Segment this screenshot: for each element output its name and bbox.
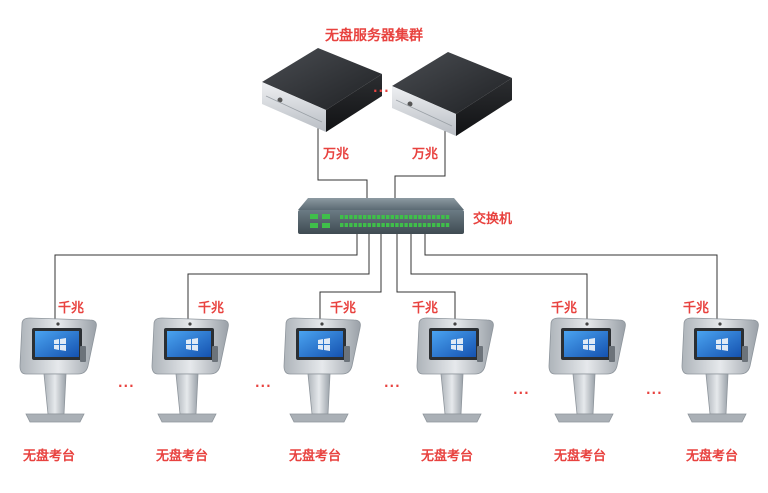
terminal-1-name: 无盘考台 — [23, 449, 76, 464]
link-line-6 — [424, 234, 718, 322]
kiosk-terminal-2 — [151, 317, 229, 423]
gap-ellipsis-5: ... — [646, 383, 663, 397]
terminal-6-name: 无盘考台 — [686, 449, 739, 464]
uplink-line-2 — [394, 118, 446, 202]
kiosk-terminal-4 — [416, 317, 494, 423]
kiosk-terminal-5 — [548, 317, 626, 423]
server-ellipsis: ... — [373, 81, 390, 95]
link-line-1 — [54, 234, 358, 322]
terminal-1-link-label: 千兆 — [58, 301, 85, 316]
terminal-3-link-label: 千兆 — [330, 301, 357, 316]
connection-lines — [54, 112, 718, 322]
link-line-5 — [410, 234, 588, 322]
gap-ellipsis-3: ... — [384, 376, 401, 390]
terminal-4-name: 无盘考台 — [421, 449, 474, 464]
link-line-3 — [319, 234, 382, 322]
gap-ellipsis-4: ... — [513, 383, 530, 397]
terminal-3-name: 无盘考台 — [289, 449, 342, 464]
kiosk-terminal-3 — [283, 317, 361, 423]
terminal-4-link-label: 千兆 — [412, 301, 439, 316]
link-line-2 — [187, 234, 370, 322]
kiosk-terminal-6 — [681, 317, 759, 423]
server-2 — [392, 52, 512, 136]
terminal-2-link-label: 千兆 — [198, 301, 225, 316]
terminal-6-link-label: 千兆 — [683, 301, 710, 316]
uplink-line-1 — [317, 112, 368, 202]
uplink-label-1: 万兆 — [323, 147, 350, 162]
kiosk-terminal-1 — [19, 317, 97, 423]
uplink-label-2: 万兆 — [412, 147, 439, 162]
gap-ellipsis-1: ... — [118, 376, 135, 390]
switch-device — [298, 198, 464, 234]
terminal-5-name: 无盘考台 — [554, 449, 607, 464]
server-1 — [262, 48, 382, 132]
terminal-2-name: 无盘考台 — [156, 449, 209, 464]
cluster-title: 无盘服务器集群 — [325, 28, 423, 44]
switch-label: 交换机 — [473, 212, 513, 227]
link-line-4 — [396, 234, 456, 322]
gap-ellipsis-2: ... — [255, 376, 272, 390]
terminal-5-link-label: 千兆 — [551, 301, 578, 316]
